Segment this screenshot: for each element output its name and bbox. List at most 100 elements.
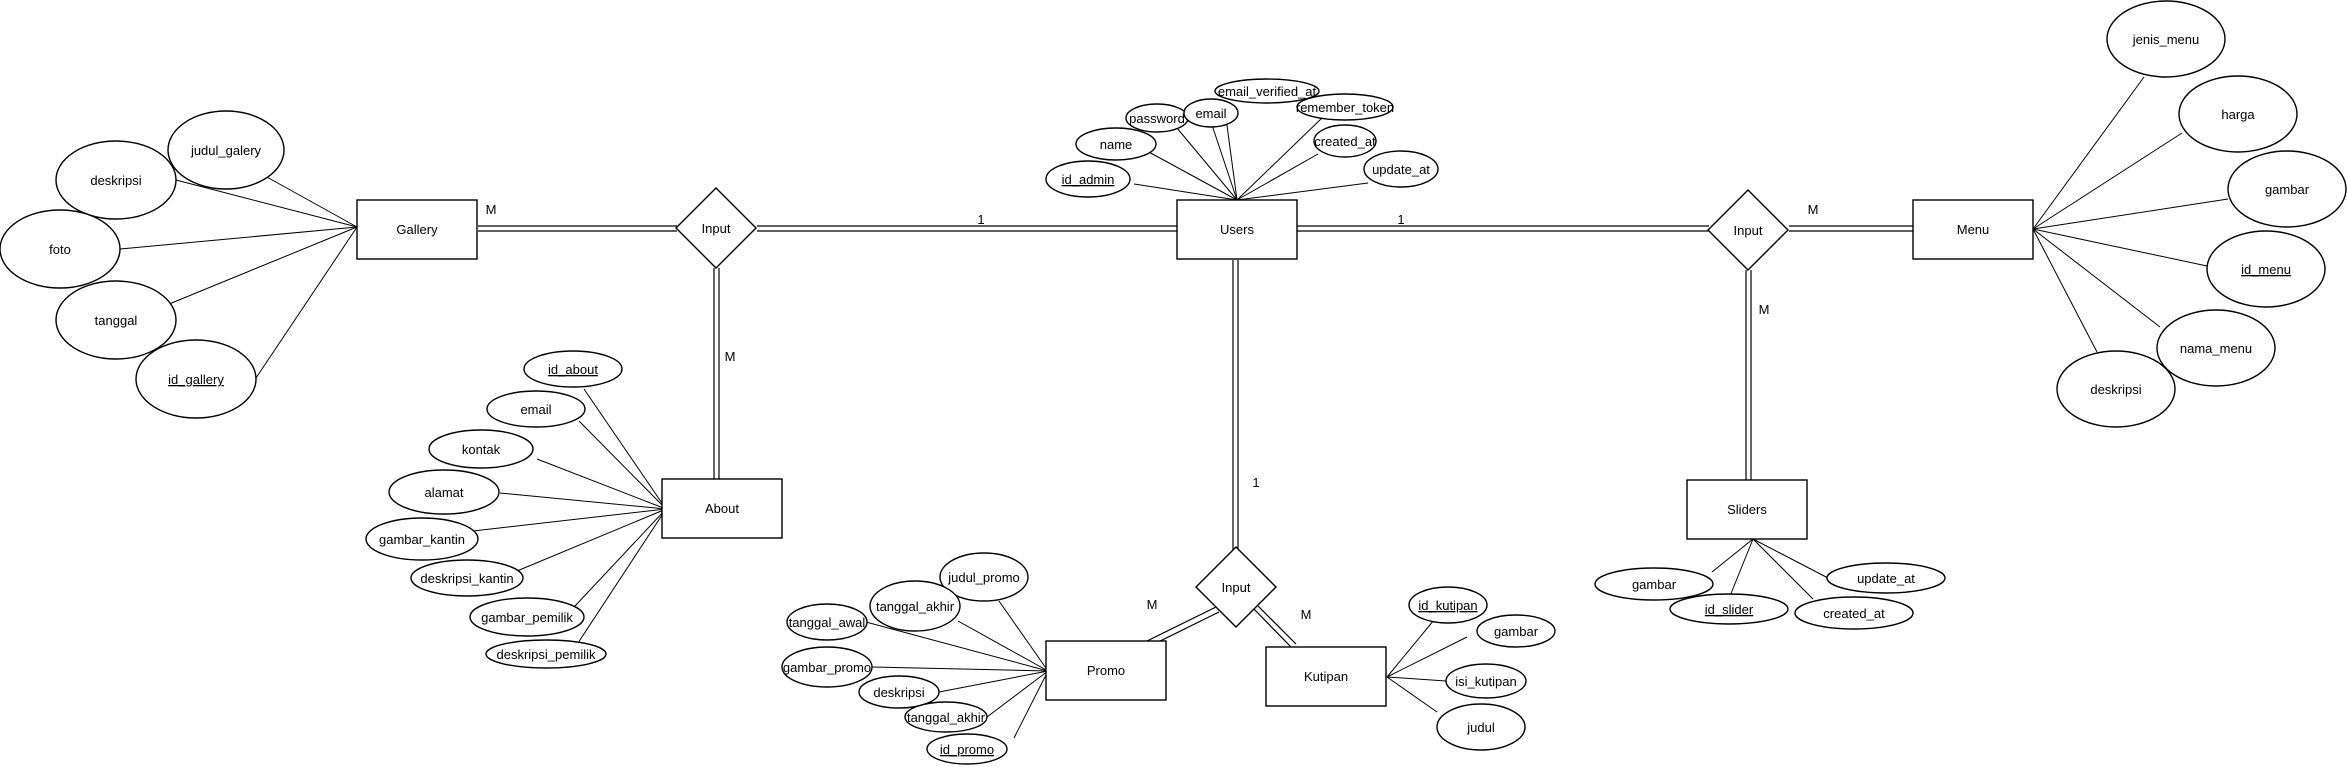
attribute-gallery-tanggal-label: tanggal [95, 313, 138, 328]
attribute-promo-tanggal-awal[interactable]: tanggal_awal [786, 603, 868, 641]
attribute-gallery-deskripsi-label: deskripsi [90, 173, 141, 188]
entity-promo-label: Promo [1087, 663, 1125, 678]
attribute-about-kontak[interactable]: kontak [428, 429, 534, 469]
attribute-about-deskripsi-kantin-label: deskripsi_kantin [420, 571, 513, 586]
relationship-promo-input[interactable]: Input [1195, 546, 1277, 628]
relationship-menu-input-label: Input [1734, 223, 1763, 238]
attribute-promo-judul-promo[interactable]: judul_promo [939, 552, 1029, 602]
attribute-promo-gambar-promo-label: gambar_promo [783, 660, 871, 675]
relationship-menu-input[interactable]: Input [1707, 189, 1789, 271]
users-attribute-lines [1133, 102, 1369, 201]
attribute-sliders-gambar-label: gambar [1632, 577, 1677, 592]
attribute-kutipan-judul[interactable]: judul [1436, 703, 1526, 751]
attribute-sliders-update-at[interactable]: update_at [1826, 562, 1946, 594]
attribute-kutipan-isi-kutipan[interactable]: isi_kutipan [1445, 663, 1527, 699]
cardinality-sliders-m: M [1759, 302, 1770, 317]
entity-kutipan-label: Kutipan [1304, 669, 1348, 684]
attribute-menu-harga-label: harga [2221, 107, 2255, 122]
attribute-about-email[interactable]: email [486, 390, 586, 428]
attribute-users-remember-token[interactable]: remember_token [1296, 93, 1394, 121]
attribute-promo-tanggal-awal-label: tanggal_awal [789, 615, 866, 630]
attribute-gallery-judul-galery[interactable]: judul_galery [167, 110, 285, 190]
kutipan-attributes: id_kutipan gambar isi_kutipan judul [1408, 586, 1556, 751]
cardinality-menu-m: M [1808, 202, 1819, 217]
entity-menu[interactable]: Menu [1912, 199, 2034, 260]
attribute-users-created-at-label: created_at [1314, 134, 1376, 149]
entity-users[interactable]: Users [1176, 199, 1298, 260]
attribute-promo-tanggal-akhir-2[interactable]: tanggal_akhir [904, 701, 988, 733]
attribute-menu-deskripsi[interactable]: deskripsi [2056, 350, 2176, 428]
relationship-gallery-input[interactable]: Input [675, 187, 757, 269]
attribute-users-name[interactable]: name [1075, 127, 1157, 161]
attribute-gallery-foto[interactable]: foto [0, 209, 121, 289]
attribute-users-update-at[interactable]: update_at [1363, 150, 1439, 188]
attribute-users-email-label: email [1195, 106, 1226, 121]
gallery-input-link [478, 225, 677, 232]
attribute-about-alamat-label: alamat [424, 485, 463, 500]
entity-kutipan[interactable]: Kutipan [1265, 646, 1387, 707]
attribute-menu-gambar-label: gambar [2265, 182, 2310, 197]
attribute-promo-id-promo-label: id_promo [940, 742, 994, 757]
attribute-menu-nama-menu[interactable]: nama_menu [2156, 309, 2276, 387]
cardinality-users-menu-1: 1 [1397, 212, 1404, 227]
attribute-sliders-id-slider-label: id_slider [1705, 602, 1754, 617]
users-input-link [1297, 225, 1709, 232]
cardinality-users-gallery-1: 1 [977, 212, 984, 227]
attribute-promo-judul-promo-label: judul_promo [947, 570, 1020, 585]
attribute-menu-jenis-menu-label: jenis_menu [2132, 32, 2200, 47]
input-users-link [757, 225, 1177, 232]
gallery-attributes: judul_galery deskripsi foto tanggal id_g… [0, 110, 285, 419]
attribute-users-id-admin[interactable]: id_admin [1045, 160, 1131, 198]
attribute-gallery-deskripsi[interactable]: deskripsi [55, 140, 177, 220]
attribute-promo-tanggal-akhir-1[interactable]: tanggal_akhir [869, 580, 961, 632]
entity-sliders[interactable]: Sliders [1686, 479, 1808, 540]
attribute-kutipan-id-kutipan[interactable]: id_kutipan [1408, 586, 1488, 624]
attribute-users-update-at-label: update_at [1372, 162, 1430, 177]
attribute-menu-jenis-menu[interactable]: jenis_menu [2106, 0, 2226, 78]
menu-attributes: jenis_menu harga gambar id_menu nama_men… [2056, 0, 2347, 428]
attribute-sliders-created-at[interactable]: created_at [1794, 596, 1914, 630]
attribute-users-email-verified-at[interactable]: email_verified_at [1214, 78, 1320, 104]
attribute-sliders-created-at-label: created_at [1823, 606, 1885, 621]
attribute-sliders-id-slider[interactable]: id_slider [1669, 593, 1789, 625]
gallery-attribute-lines [119, 175, 358, 379]
attribute-about-id-about[interactable]: id_about [523, 350, 623, 388]
entity-promo[interactable]: Promo [1045, 640, 1167, 701]
attribute-menu-gambar[interactable]: gambar [2227, 150, 2347, 228]
entity-sliders-label: Sliders [1727, 502, 1767, 517]
attribute-menu-harga[interactable]: harga [2178, 75, 2298, 153]
attribute-promo-deskripsi[interactable]: deskripsi [858, 675, 940, 709]
entity-gallery-label: Gallery [396, 222, 438, 237]
attribute-gallery-id-gallery-label: id_gallery [168, 372, 224, 387]
attribute-users-password[interactable]: password [1125, 103, 1189, 133]
attribute-users-email[interactable]: email [1183, 98, 1239, 128]
cardinality-about-m: M [725, 349, 736, 364]
entity-users-label: Users [1220, 222, 1254, 237]
attribute-about-gambar-kantin[interactable]: gambar_kantin [365, 517, 479, 561]
entity-gallery[interactable]: Gallery [356, 199, 478, 260]
relationship-gallery-input-label: Input [702, 221, 731, 236]
attribute-promo-gambar-promo[interactable]: gambar_promo [781, 646, 873, 688]
attribute-gallery-tanggal[interactable]: tanggal [55, 280, 177, 360]
entity-about[interactable]: About [661, 478, 783, 539]
sliders-attributes: gambar id_slider created_at update_at [1594, 562, 1946, 630]
attribute-gallery-id-gallery[interactable]: id_gallery [135, 339, 257, 419]
attribute-about-id-about-label: id_about [548, 362, 598, 377]
attribute-sliders-gambar[interactable]: gambar [1594, 567, 1714, 601]
attribute-promo-id-promo[interactable]: id_promo [926, 733, 1008, 765]
attribute-about-alamat[interactable]: alamat [388, 469, 500, 515]
attribute-about-kontak-label: kontak [462, 442, 501, 457]
attribute-menu-nama-menu-label: nama_menu [2180, 341, 2252, 356]
promo-attributes: judul_promo tanggal_akhir tanggal_awal g… [781, 552, 1029, 765]
kutipan-attribute-lines [1386, 619, 1468, 713]
menu-attribute-lines [2032, 76, 2229, 353]
attribute-kutipan-gambar[interactable]: gambar [1476, 614, 1556, 648]
attribute-about-deskripsi-pemilik[interactable]: deskripsi_pemilik [485, 639, 607, 669]
input-about-link [713, 268, 720, 479]
attribute-about-deskripsi-kantin[interactable]: deskripsi_kantin [410, 559, 524, 597]
attribute-users-created-at[interactable]: created_at [1313, 124, 1377, 158]
attribute-menu-id-menu-label: id_menu [2241, 262, 2291, 277]
attribute-about-gambar-pemilik[interactable]: gambar_pemilik [469, 597, 585, 637]
attribute-menu-id-menu[interactable]: id_menu [2206, 230, 2326, 308]
attribute-users-id-admin-label: id_admin [1062, 172, 1115, 187]
